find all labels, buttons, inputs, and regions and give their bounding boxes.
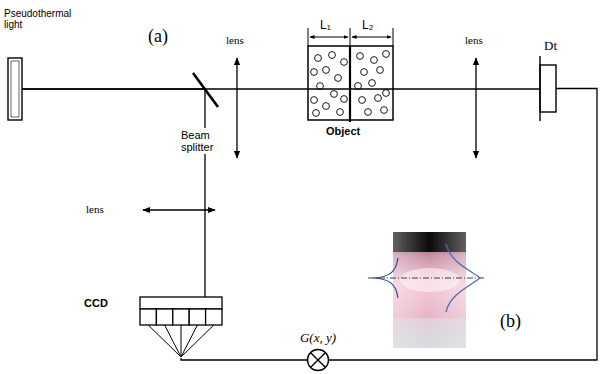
particle bbox=[313, 110, 320, 117]
particle bbox=[359, 97, 366, 104]
ccd-symbol bbox=[140, 309, 156, 325]
particle bbox=[375, 95, 382, 102]
particle bbox=[331, 91, 338, 98]
particle bbox=[311, 69, 318, 76]
particle bbox=[335, 75, 342, 82]
particle bbox=[361, 69, 368, 76]
length-label: L₁ bbox=[320, 18, 331, 32]
sample-cell bbox=[308, 28, 309, 46]
ccd-symbol bbox=[140, 297, 222, 309]
detector-symbol bbox=[540, 65, 556, 112]
cuvette-photo bbox=[393, 232, 466, 348]
cuvette-photo bbox=[393, 318, 466, 348]
object-label: Object bbox=[326, 125, 360, 137]
sample-cell bbox=[310, 37, 348, 38]
corr-symbol bbox=[311, 353, 326, 368]
cuvette-photo bbox=[393, 232, 466, 348]
particle bbox=[357, 53, 364, 60]
node-outline bbox=[307, 349, 329, 371]
cuvette-photo bbox=[368, 278, 484, 279]
particle bbox=[371, 57, 378, 64]
ccd-symbol bbox=[189, 309, 205, 325]
corr-symbol bbox=[311, 353, 326, 368]
source-symbol bbox=[8, 58, 22, 120]
node-label: Dt bbox=[544, 38, 557, 54]
light-source: Pseudothermal light bbox=[8, 58, 22, 120]
particle bbox=[341, 59, 348, 66]
length-label: L₂ bbox=[362, 18, 373, 32]
ccd-symbol bbox=[165, 325, 181, 357]
particle bbox=[341, 96, 348, 103]
particle bbox=[365, 109, 372, 116]
panel-label: (b) bbox=[500, 311, 521, 332]
lens-label: lens bbox=[465, 34, 483, 46]
node-label: CCD bbox=[84, 297, 108, 309]
ccd-symbol bbox=[181, 325, 182, 357]
ccd-symbol bbox=[173, 309, 189, 325]
cuvette-photo bbox=[446, 244, 480, 312]
node-outline bbox=[8, 58, 22, 120]
ccd-symbol bbox=[156, 309, 172, 325]
particle bbox=[369, 80, 376, 87]
lens-symbol bbox=[143, 58, 476, 210]
signal-wire bbox=[181, 358, 307, 360]
particle bbox=[329, 52, 336, 59]
panel-label: (a) bbox=[148, 26, 168, 47]
particle bbox=[337, 109, 344, 116]
correlator: G(x, y) bbox=[307, 349, 329, 371]
ccd-symbol bbox=[181, 325, 214, 357]
particle bbox=[311, 97, 318, 104]
detector-symbol bbox=[540, 56, 556, 121]
sample-cell bbox=[308, 28, 393, 122]
node-outline bbox=[540, 65, 556, 112]
lens-symbol bbox=[475, 58, 476, 158]
ccd-symbol bbox=[181, 325, 197, 357]
particle bbox=[381, 107, 388, 114]
sample-cell bbox=[393, 28, 394, 46]
sample-cell bbox=[350, 28, 351, 46]
corr-symbol bbox=[308, 350, 329, 371]
particle bbox=[377, 67, 384, 74]
cuvette-photo bbox=[373, 258, 398, 298]
signal-wire bbox=[329, 89, 597, 361]
light-path bbox=[22, 89, 205, 297]
detector-symbol bbox=[539, 56, 540, 121]
cuvette-photo bbox=[368, 232, 484, 348]
sample-cell bbox=[352, 37, 391, 38]
lens-label: lens bbox=[86, 203, 104, 215]
lens-label: lens bbox=[226, 34, 244, 46]
ccd-symbol bbox=[140, 297, 222, 357]
bucket-detector: Dt bbox=[540, 65, 556, 112]
ccd-symbol bbox=[206, 309, 222, 325]
node-label: Pseudothermal light bbox=[4, 8, 84, 30]
particle bbox=[323, 103, 330, 110]
beam-splitter-label: Beam splitter bbox=[180, 128, 230, 154]
source-symbol bbox=[11, 61, 19, 117]
particle bbox=[315, 55, 322, 62]
particle bbox=[323, 67, 330, 74]
object-plane bbox=[349, 46, 351, 122]
ccd-symbol bbox=[148, 325, 181, 357]
lens-symbol bbox=[236, 58, 237, 158]
particle bbox=[383, 51, 390, 58]
lens-symbol bbox=[143, 209, 215, 210]
node-label: G(x, y) bbox=[300, 330, 336, 346]
corr-symbol bbox=[308, 350, 329, 371]
node-outline bbox=[140, 297, 222, 358]
ccd-camera: CCD bbox=[140, 297, 222, 358]
particle bbox=[383, 90, 390, 97]
source-symbol bbox=[8, 58, 22, 120]
